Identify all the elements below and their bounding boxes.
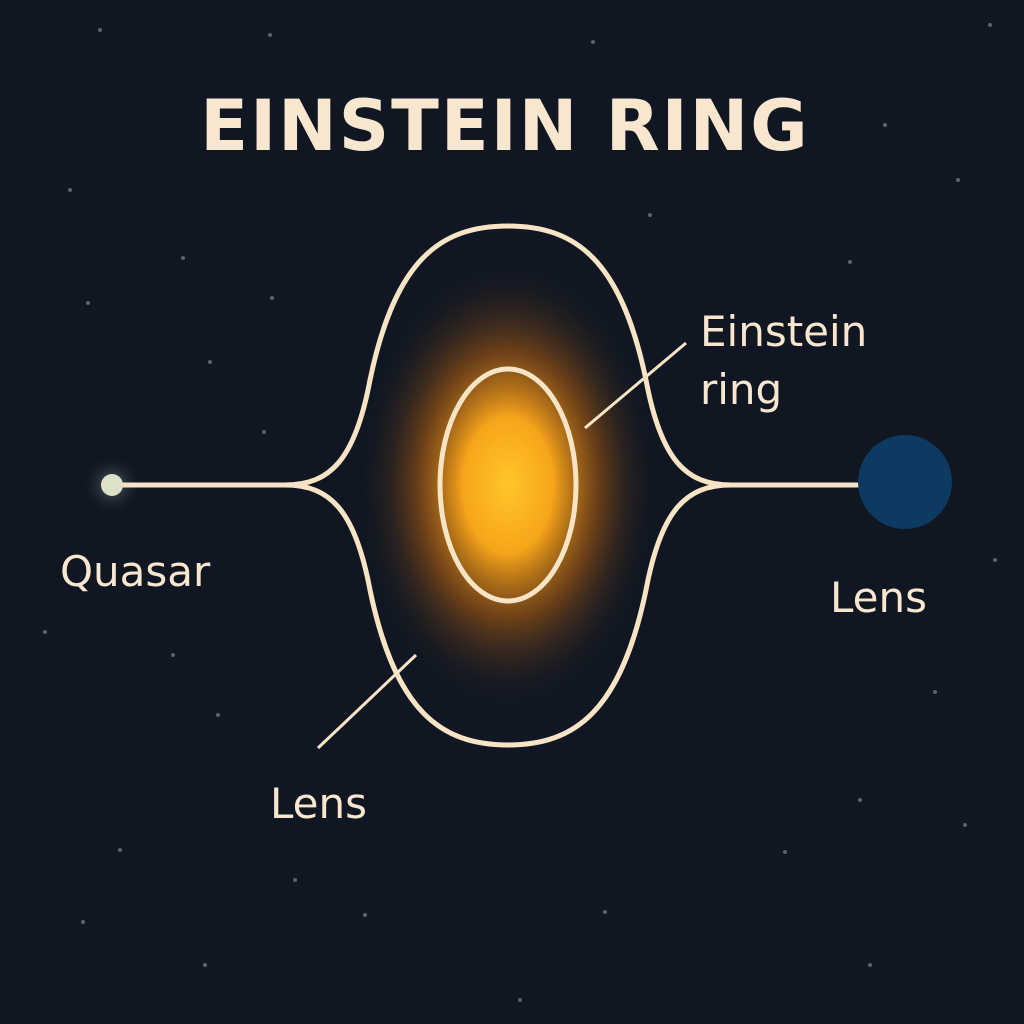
light-path-lower (284, 482, 732, 748)
quasar-label: Quasar (60, 547, 211, 596)
einstein-ring-pointer (584, 341, 687, 430)
quasar-dot (101, 474, 123, 496)
einstein-ring (437, 366, 579, 604)
lens-body (858, 435, 952, 529)
page-title: EINSTEIN RING (200, 85, 809, 167)
einstein-ring-label-line1: Einstein (700, 307, 867, 356)
lens-right-label: Lens (830, 573, 927, 622)
lens-galaxy-glow (358, 260, 658, 710)
light-path-upper (112, 223, 860, 488)
lens-bottom-label: Lens (270, 779, 367, 828)
einstein-ring-label-line2: ring (700, 365, 782, 414)
stars (43, 23, 997, 1002)
lens-pointer (316, 653, 418, 750)
